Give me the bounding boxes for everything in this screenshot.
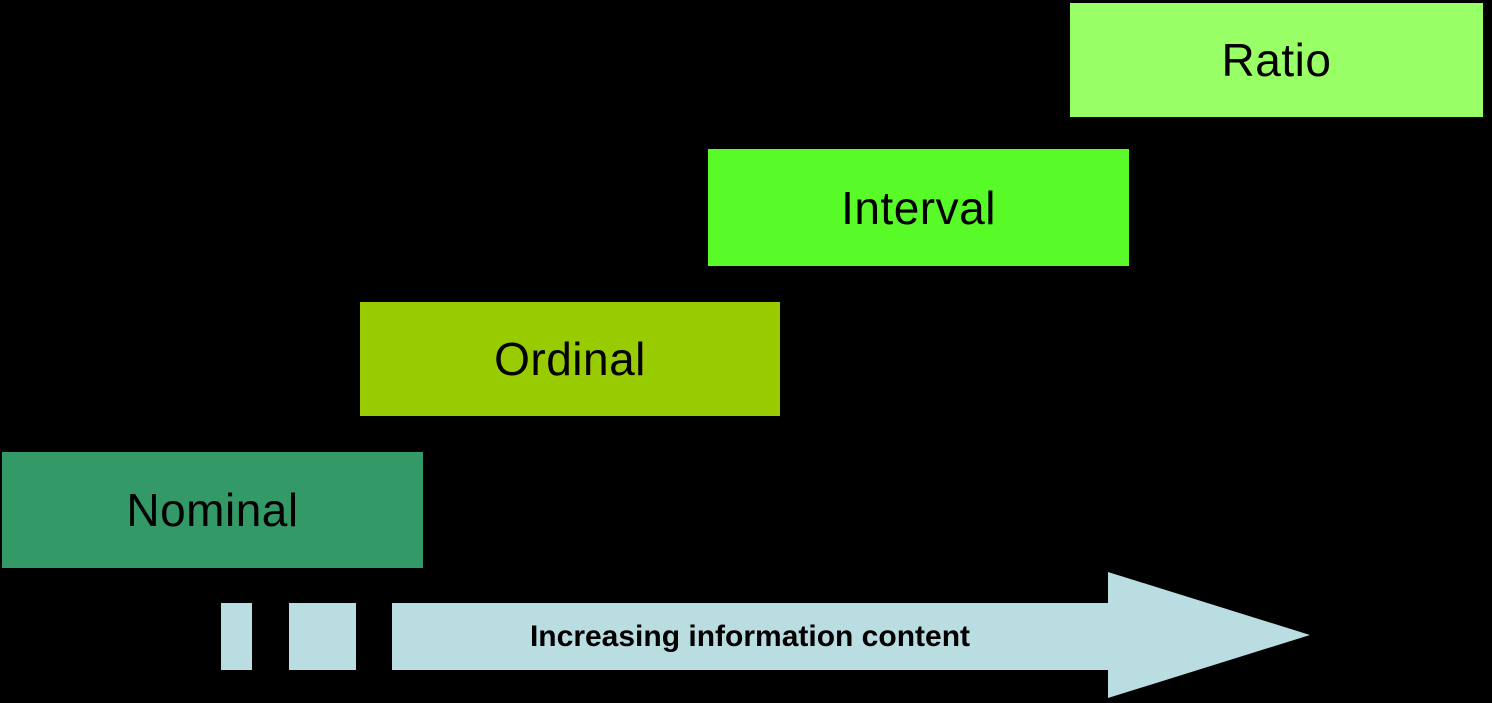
level-label-ratio: Ratio [1221, 34, 1332, 86]
arrow-shaft: Increasing information content [392, 603, 1108, 670]
level-box-interval: Interval [708, 149, 1129, 266]
arrow-dash-segment [289, 603, 356, 670]
level-label-ordinal: Ordinal [494, 333, 646, 385]
level-label-interval: Interval [841, 181, 996, 234]
arrow-head-icon [1108, 572, 1310, 698]
arrow-label: Increasing information content [529, 619, 971, 653]
level-label-nominal: Nominal [126, 484, 299, 536]
arrow-dash-segment [221, 603, 252, 670]
level-box-nominal: Nominal [2, 452, 423, 568]
level-box-ordinal: Ordinal [360, 302, 780, 416]
level-box-ratio: Ratio [1070, 3, 1483, 117]
